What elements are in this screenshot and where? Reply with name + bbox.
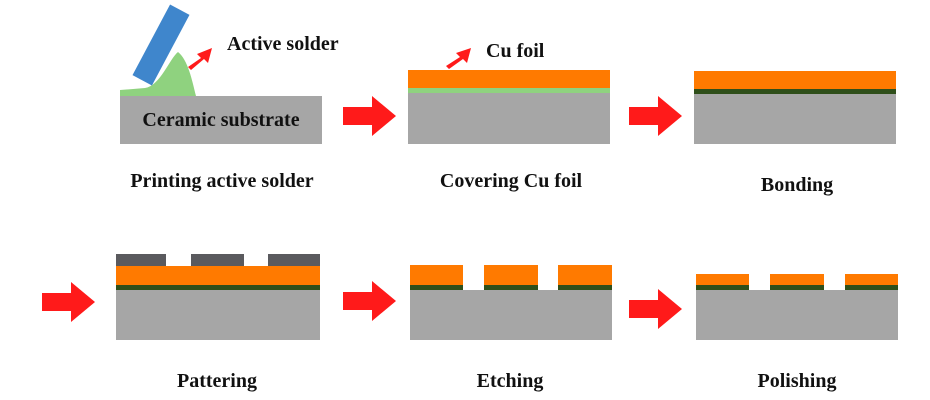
bonding-pad	[558, 285, 612, 290]
active-solder-layer	[408, 88, 610, 93]
copper-foil	[694, 71, 896, 89]
step-etching: Etching	[410, 265, 612, 392]
copper-pad-polished	[770, 274, 824, 285]
step-caption-covering: Covering Cu foil	[440, 170, 583, 192]
step-caption-bonding: Bonding	[761, 174, 833, 196]
process-arrow	[42, 282, 95, 322]
copper-pad	[484, 265, 538, 285]
cu-foil-callout: Cu foil	[486, 40, 545, 62]
process-arrow	[629, 96, 682, 136]
step-bonding: Bonding	[694, 71, 896, 196]
copper-foil	[408, 70, 610, 88]
bonding-pad	[696, 285, 749, 290]
step-polishing: Polishing	[696, 274, 898, 392]
substrate-label: Ceramic substrate	[142, 109, 299, 131]
step-printing: Ceramic substrate Active solder Printing…	[120, 4, 339, 192]
active-solder-callout-arrow	[188, 48, 212, 70]
copper-pad-polished	[696, 274, 749, 285]
step-pattering: Pattering	[116, 254, 320, 392]
copper-pad-polished	[845, 274, 898, 285]
mask-segment	[191, 254, 244, 266]
copper-pad	[558, 265, 612, 285]
ceramic-substrate	[408, 93, 610, 144]
ceramic-substrate	[410, 290, 612, 340]
process-arrow	[629, 289, 682, 329]
mask-segment	[268, 254, 320, 266]
bonding-pad	[845, 285, 898, 290]
ceramic-substrate	[116, 290, 320, 340]
step-caption-pattering: Pattering	[177, 370, 257, 392]
active-solder-paste	[120, 52, 196, 96]
step-caption-printing: Printing active solder	[130, 170, 313, 192]
ceramic-substrate	[694, 94, 896, 144]
copper-foil	[116, 266, 320, 285]
step-covering: Cu foil Covering Cu foil	[408, 40, 610, 192]
step-caption-polishing: Polishing	[758, 370, 837, 392]
copper-pad	[410, 265, 463, 285]
active-solder-callout: Active solder	[227, 33, 339, 55]
bonding-pad	[770, 285, 824, 290]
bonding-pad	[484, 285, 538, 290]
bonding-layer	[116, 285, 320, 290]
bonding-layer	[694, 89, 896, 94]
cu-foil-callout-arrow	[446, 48, 471, 69]
mask-segment	[116, 254, 166, 266]
bonding-pad	[410, 285, 463, 290]
ceramic-substrate	[120, 96, 322, 144]
squeegee-blade	[132, 4, 190, 86]
process-arrow	[343, 281, 396, 321]
process-arrow	[343, 96, 396, 136]
ceramic-substrate	[696, 290, 898, 340]
step-caption-etching: Etching	[477, 370, 544, 392]
